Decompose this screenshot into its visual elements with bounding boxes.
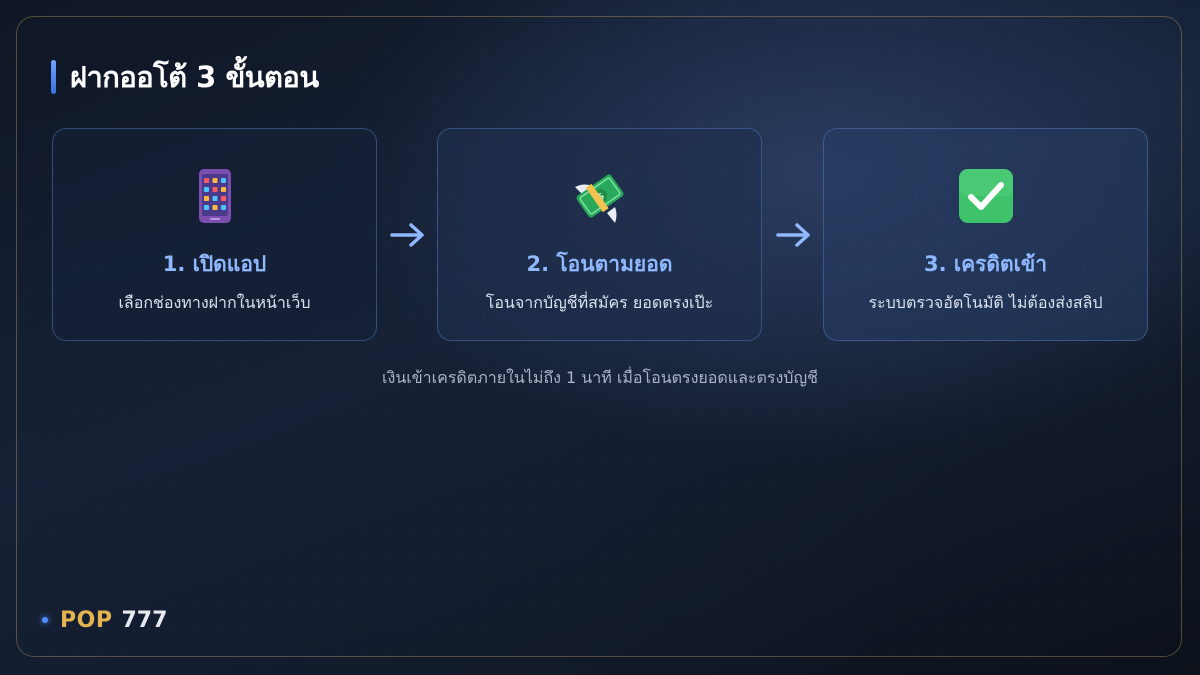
step-title: 1. เปิดแอป (162, 252, 267, 276)
mobile-app-icon (198, 169, 231, 223)
page-title: ฝากออโต้ 3 ขั้นตอน (70, 60, 319, 94)
step-description: เลือกช่องทางฝากในหน้าเว็บ (118, 293, 311, 312)
arrow-right-icon (390, 223, 424, 247)
step-card-transfer: $ 2. โอนตามยอด โอนจากบัญชีที่สมัคร ยอดตร… (437, 128, 762, 341)
brand-dot (42, 617, 48, 623)
step-card-open-app: 1. เปิดแอป เลือกช่องทางฝากในหน้าเว็บ (52, 128, 377, 341)
brand-name: POP (60, 607, 113, 633)
title-accent-bar (51, 60, 56, 94)
green-check-icon (958, 169, 1013, 223)
brand-logo: POP 777 (42, 604, 167, 636)
step-title: 2. โอนตามยอด (526, 252, 673, 276)
step-card-credit: 3. เครดิตเข้า ระบบตรวจอัตโนมัติ ไม่ต้องส… (823, 128, 1148, 341)
arrow-right-icon (776, 223, 810, 247)
step-description: ระบบตรวจอัตโนมัติ ไม่ต้องส่งสลิป (868, 293, 1103, 312)
flying-money-icon: $ (574, 174, 623, 223)
step-title: 3. เครดิตเข้า (923, 252, 1047, 276)
step-description: โอนจากบัญชีที่สมัคร ยอดตรงเป๊ะ (485, 293, 714, 312)
brand-number: 777 (121, 607, 168, 633)
deposit-note: เงินเข้าเครดิตภายในไม่ถึง 1 นาที เมื่อโอ… (382, 368, 818, 387)
